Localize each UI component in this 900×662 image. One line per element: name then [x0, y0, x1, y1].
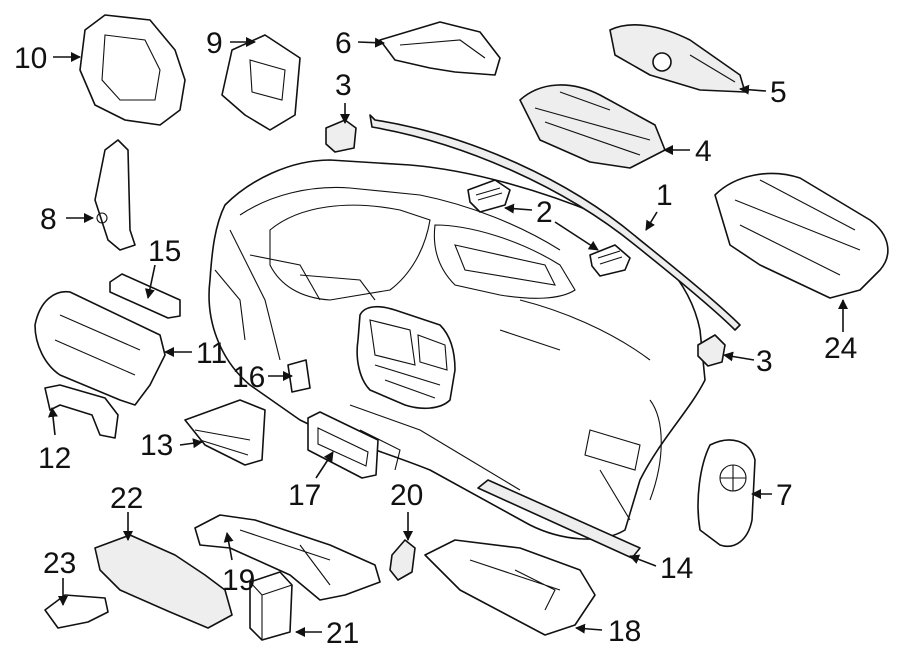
leader-18 — [575, 623, 603, 634]
sensor-housing-part-5 — [609, 24, 746, 93]
air-vent-part-2-right — [589, 244, 631, 277]
callout-14: 14 — [660, 552, 693, 585]
callout-19: 19 — [222, 564, 255, 597]
pillar-trim-part-8 — [94, 139, 136, 251]
end-cap-part-7 — [697, 439, 756, 547]
clip-part-20 — [389, 539, 416, 581]
callout-7: 7 — [776, 479, 793, 512]
callout-labels: 1 2 3 3 4 5 6 7 8 9 10 11 12 13 14 15 16… — [14, 27, 857, 650]
callout-21: 21 — [326, 617, 359, 650]
callout-3-lower: 3 — [756, 345, 773, 378]
callout-22: 22 — [110, 482, 143, 515]
glove-box-part-18 — [424, 539, 596, 636]
panel-part-17 — [307, 411, 379, 479]
cluster-bezel-part-10 — [79, 14, 186, 126]
callout-24: 24 — [824, 332, 857, 365]
callout-12: 12 — [38, 442, 71, 475]
top-trim-part-6 — [379, 21, 501, 76]
switch-bezel-part-9 — [221, 34, 301, 131]
trim-strip-part-14 — [477, 479, 641, 559]
leader-13 — [179, 438, 203, 449]
leader-15 — [144, 264, 156, 299]
clip-part-3-upper — [325, 119, 357, 153]
callout-17: 17 — [288, 479, 321, 512]
leader-2b — [554, 221, 599, 251]
speaker-cover-part-4 — [519, 84, 666, 169]
instrument-panel-main — [208, 159, 706, 540]
callout-4: 4 — [695, 135, 712, 168]
leader-5 — [739, 84, 767, 95]
callout-5: 5 — [770, 76, 787, 109]
callout-16: 16 — [232, 361, 265, 394]
callout-20: 20 — [390, 479, 423, 512]
small-bracket-part-23 — [44, 594, 109, 629]
leader-6 — [357, 37, 385, 48]
cross-bracket-part-19 — [194, 514, 381, 601]
callout-6: 6 — [335, 27, 352, 60]
block-part-21 — [249, 571, 293, 641]
leader-14 — [629, 554, 657, 567]
callout-18: 18 — [608, 615, 641, 648]
callout-10: 10 — [14, 42, 47, 75]
callout-2: 2 — [536, 196, 553, 229]
leader-lines — [48, 37, 848, 637]
leader-12 — [48, 407, 58, 436]
callout-3-upper: 3 — [335, 69, 352, 102]
leader-3b — [723, 351, 755, 362]
defroster-strip-part-1 — [369, 114, 741, 331]
leader-2a — [504, 203, 533, 214]
callout-8: 8 — [40, 203, 57, 236]
leader-17 — [315, 451, 334, 479]
clip-part-3-lower — [697, 334, 726, 367]
lower-trim-part-11 — [34, 291, 166, 406]
insulator-part-22 — [94, 534, 233, 629]
callout-23: 23 — [43, 547, 76, 580]
leader-19 — [223, 532, 234, 561]
callout-9: 9 — [206, 27, 223, 60]
callout-11: 11 — [196, 337, 227, 370]
callout-15: 15 — [148, 235, 181, 268]
airbag-module-part-24 — [714, 172, 889, 299]
callout-13: 13 — [140, 429, 173, 462]
pad-part-16 — [287, 359, 311, 393]
pad-part-15 — [109, 273, 181, 319]
air-duct-part-13 — [184, 399, 266, 466]
leader-1 — [645, 211, 658, 231]
callout-1: 1 — [656, 179, 673, 212]
